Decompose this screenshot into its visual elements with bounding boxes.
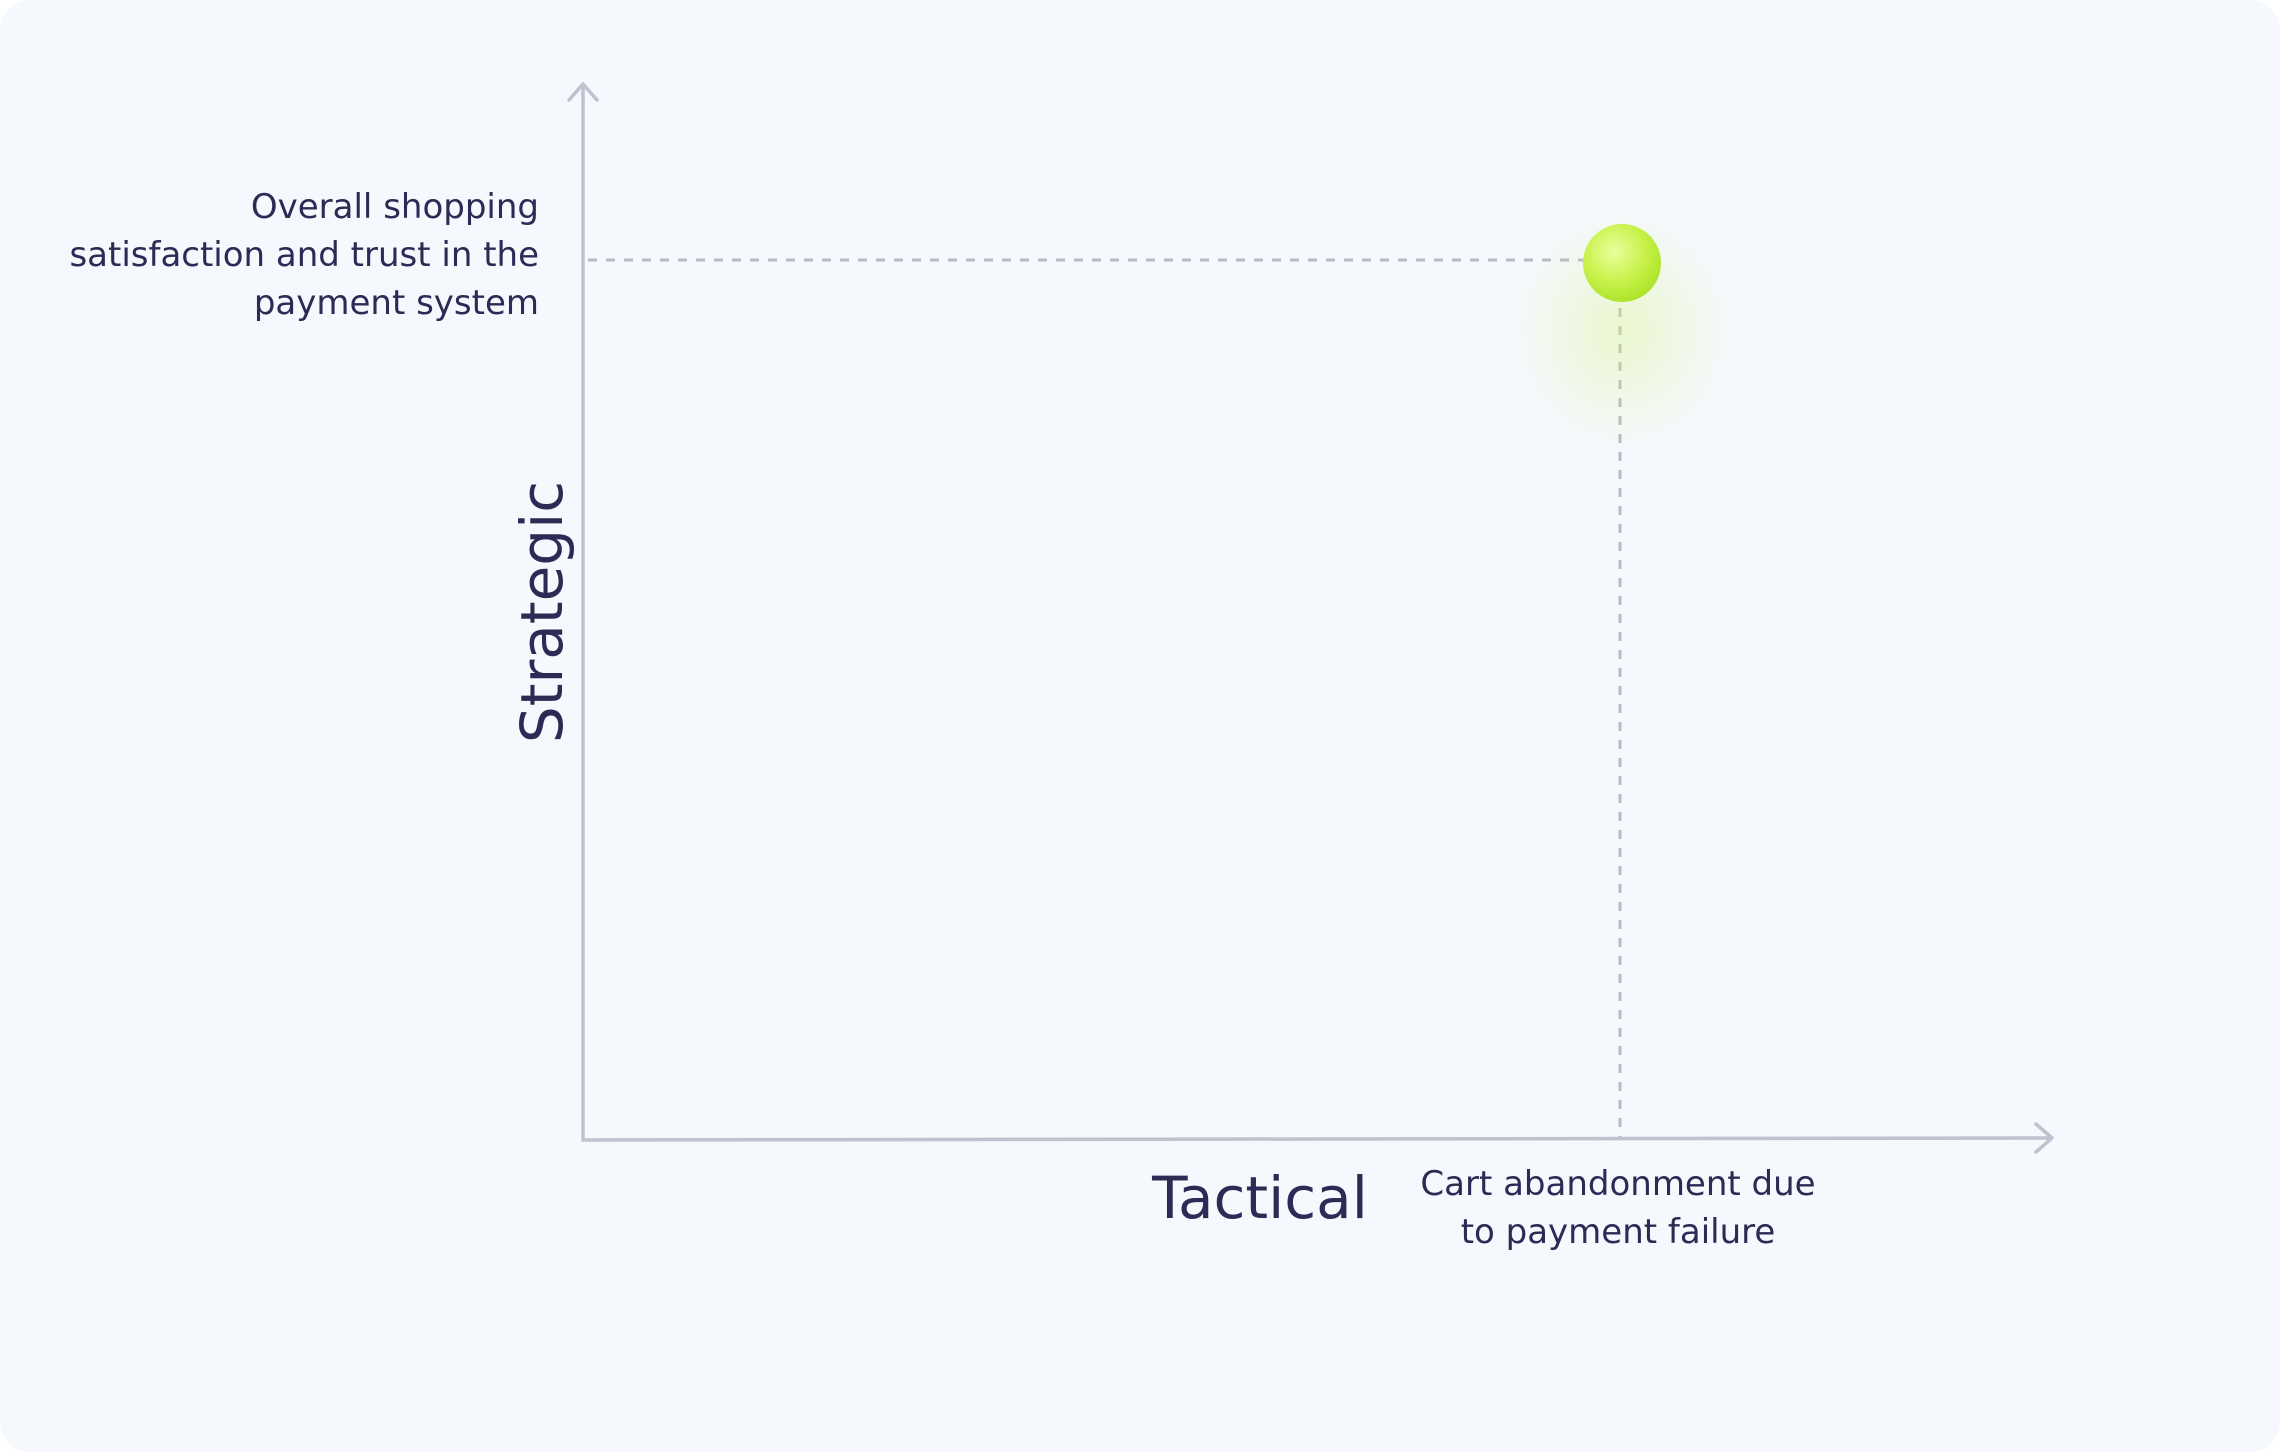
y-value-label: Overall shopping satisfaction and trust … — [69, 187, 539, 323]
x-value-label: Cart abandonment due to payment failure — [1420, 1164, 1816, 1252]
point-glow — [1512, 210, 1732, 450]
data-point[interactable] — [1583, 224, 1661, 302]
y-axis-arrow-icon — [567, 82, 599, 102]
x-axis-line — [581, 1136, 2052, 1142]
x-axis-arrow-icon — [2034, 1122, 2054, 1154]
y-axis-title-text: Strategic — [508, 480, 576, 744]
x-axis-title: Tactical — [1152, 1164, 1368, 1232]
